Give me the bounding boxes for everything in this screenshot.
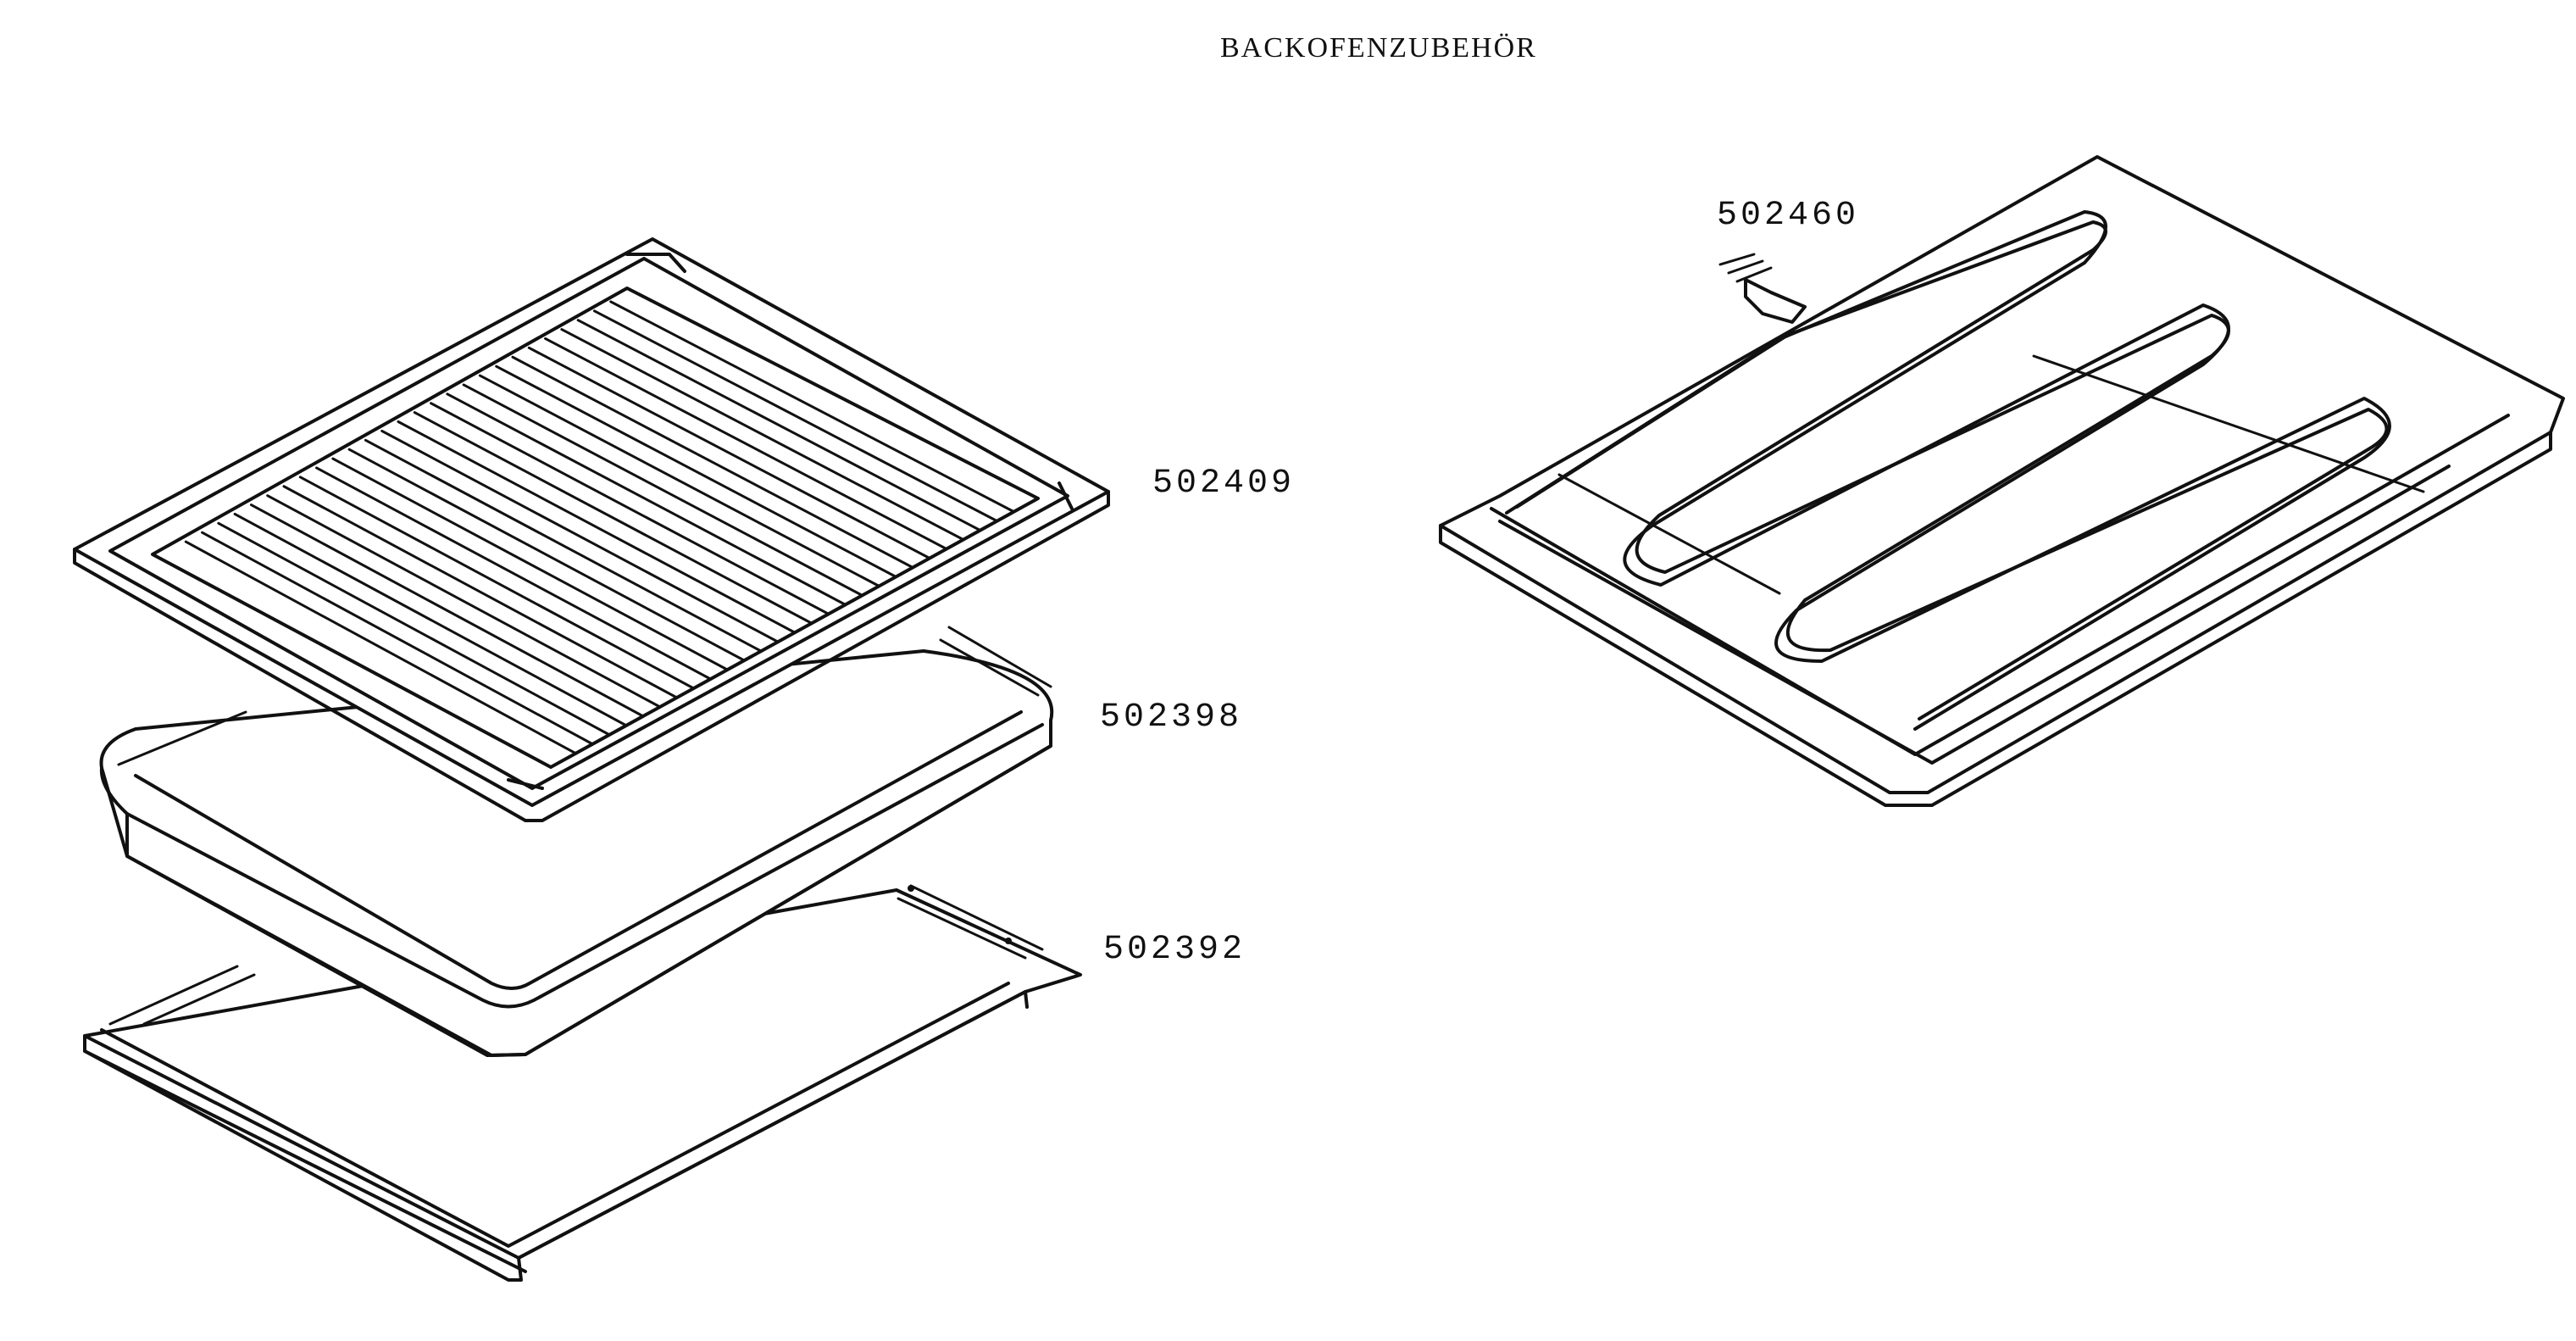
flat-baking-sheet-drawing [83, 884, 1082, 1282]
part-number-flat-baking-sheet: 502392 [1103, 931, 1246, 969]
rack-bar [397, 420, 796, 634]
rack-bar [282, 485, 679, 699]
rack-bar [380, 429, 780, 643]
grill-rack-drawing [73, 237, 1110, 822]
rack-bar [527, 346, 930, 559]
rack-bar [249, 504, 645, 718]
baking-tray-drawing [99, 626, 1054, 1057]
rack-bar [364, 438, 763, 653]
rack-bar [446, 392, 847, 606]
part-number-grill-rack: 502409 [1152, 465, 1296, 503]
rack-bar [266, 494, 662, 709]
rack-bar [544, 337, 947, 550]
rack-bar [495, 364, 897, 578]
rack-bar [560, 328, 964, 541]
rack-bar [511, 355, 913, 569]
part-number-baking-tray: 502398 [1100, 698, 1243, 737]
rack-bar [217, 521, 611, 737]
rack-bar [609, 300, 1014, 513]
rack-bar [347, 448, 746, 662]
rack-bar [478, 374, 880, 587]
rack-bar [331, 457, 729, 671]
page-title: BACKOFENZUBEHÖR [1220, 32, 1537, 64]
rack-bar [201, 531, 595, 746]
rack-bar [233, 512, 628, 727]
rack-bar [576, 319, 981, 531]
part-number-heating-element: 502460 [1717, 197, 1860, 235]
rack-bar [184, 540, 578, 755]
rack-bar [592, 309, 997, 522]
rack-bar [315, 466, 712, 681]
rack-bar [413, 411, 813, 625]
rack-bar [462, 383, 863, 597]
rack-bar [430, 402, 830, 615]
heating-element-drawing [1439, 155, 2565, 807]
rack-bar [298, 476, 696, 690]
